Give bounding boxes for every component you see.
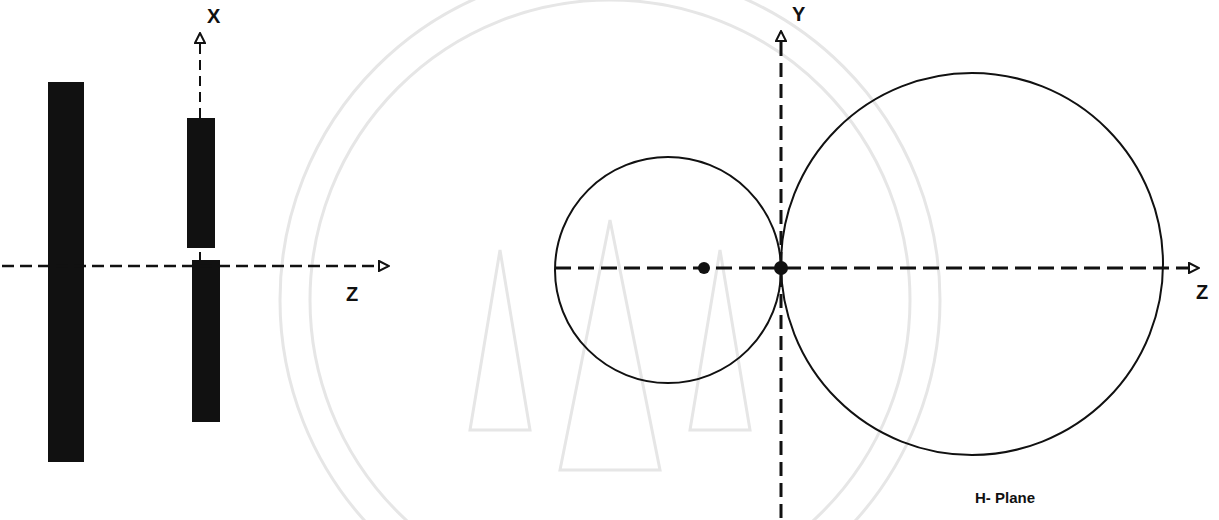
back-lobe xyxy=(555,157,781,383)
reflector-position-dot xyxy=(698,262,710,274)
reflector-element xyxy=(48,82,84,462)
axis-label: Z xyxy=(1196,282,1208,302)
dipole-lower-arm xyxy=(192,260,220,422)
axis-label: Y xyxy=(792,4,805,24)
watermark-seal xyxy=(280,0,940,520)
z-axis xyxy=(2,265,388,268)
dipole-position-dot xyxy=(774,261,788,275)
x-axis xyxy=(199,34,201,262)
plane-label: H- Plane xyxy=(975,490,1035,505)
axis-label: Z xyxy=(346,284,358,304)
axis-label: X xyxy=(207,6,220,26)
z-axis xyxy=(555,267,1198,270)
main-lobe xyxy=(781,73,1163,455)
